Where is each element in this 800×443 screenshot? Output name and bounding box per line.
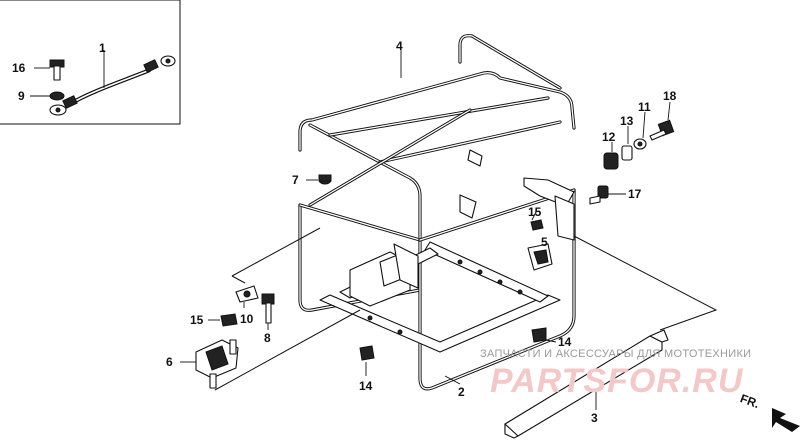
callout-17: 17 bbox=[628, 187, 642, 201]
watermark-subtitle: ЗАПЧАСТИ И АКСЕССУАРЫ ДЛЯ МОТОТЕХНИКИ bbox=[480, 348, 751, 360]
callout-7: 7 bbox=[292, 173, 299, 187]
ground-cable bbox=[49, 55, 176, 116]
callout-2: 2 bbox=[458, 385, 465, 399]
callout-10: 10 bbox=[240, 312, 254, 326]
assembly-guide-lines bbox=[214, 227, 718, 391]
washer-9 bbox=[30, 91, 65, 101]
nut-14 bbox=[359, 327, 557, 376]
callout-5: 5 bbox=[541, 235, 548, 249]
callout-15-upper: 15 bbox=[528, 205, 542, 219]
mount-hardware-left bbox=[208, 285, 275, 330]
callout-8: 8 bbox=[264, 331, 271, 345]
callout-14-right: 14 bbox=[558, 335, 572, 349]
callout-1: 1 bbox=[99, 41, 106, 55]
front-direction-arrow-icon bbox=[772, 408, 800, 432]
callout-4: 4 bbox=[396, 39, 403, 53]
callout-12: 12 bbox=[602, 130, 616, 144]
callout-6: 6 bbox=[166, 355, 173, 369]
front-direction-label: FR. bbox=[738, 391, 761, 411]
stay-bar-3 bbox=[504, 329, 669, 439]
inset-box bbox=[0, 0, 181, 125]
grommet-7 bbox=[306, 174, 332, 185]
mount-hardware-right bbox=[589, 101, 675, 205]
watermark: ЗАПЧАСТИ И АКСЕССУАРЫ ДЛЯ МОТОТЕХНИКИ PA… bbox=[480, 348, 751, 400]
callout-13: 13 bbox=[620, 114, 634, 128]
mount-rubber-6 bbox=[180, 339, 239, 389]
front-direction-marker: FR. bbox=[738, 391, 800, 432]
callout-18: 18 bbox=[663, 89, 677, 103]
callout-15-left: 15 bbox=[190, 313, 204, 327]
callout-9: 9 bbox=[18, 89, 25, 103]
callout-16: 16 bbox=[12, 61, 26, 75]
upper-frame-handle bbox=[298, 34, 576, 242]
lower-frame bbox=[298, 108, 576, 391]
mount-rubber-5 bbox=[527, 211, 553, 271]
callout-3: 3 bbox=[591, 411, 598, 425]
callout-11: 11 bbox=[638, 100, 651, 114]
bolt-16 bbox=[34, 59, 65, 81]
watermark-brand: PARTSFOR.RU bbox=[490, 362, 744, 400]
callout-14-left: 14 bbox=[359, 379, 373, 393]
